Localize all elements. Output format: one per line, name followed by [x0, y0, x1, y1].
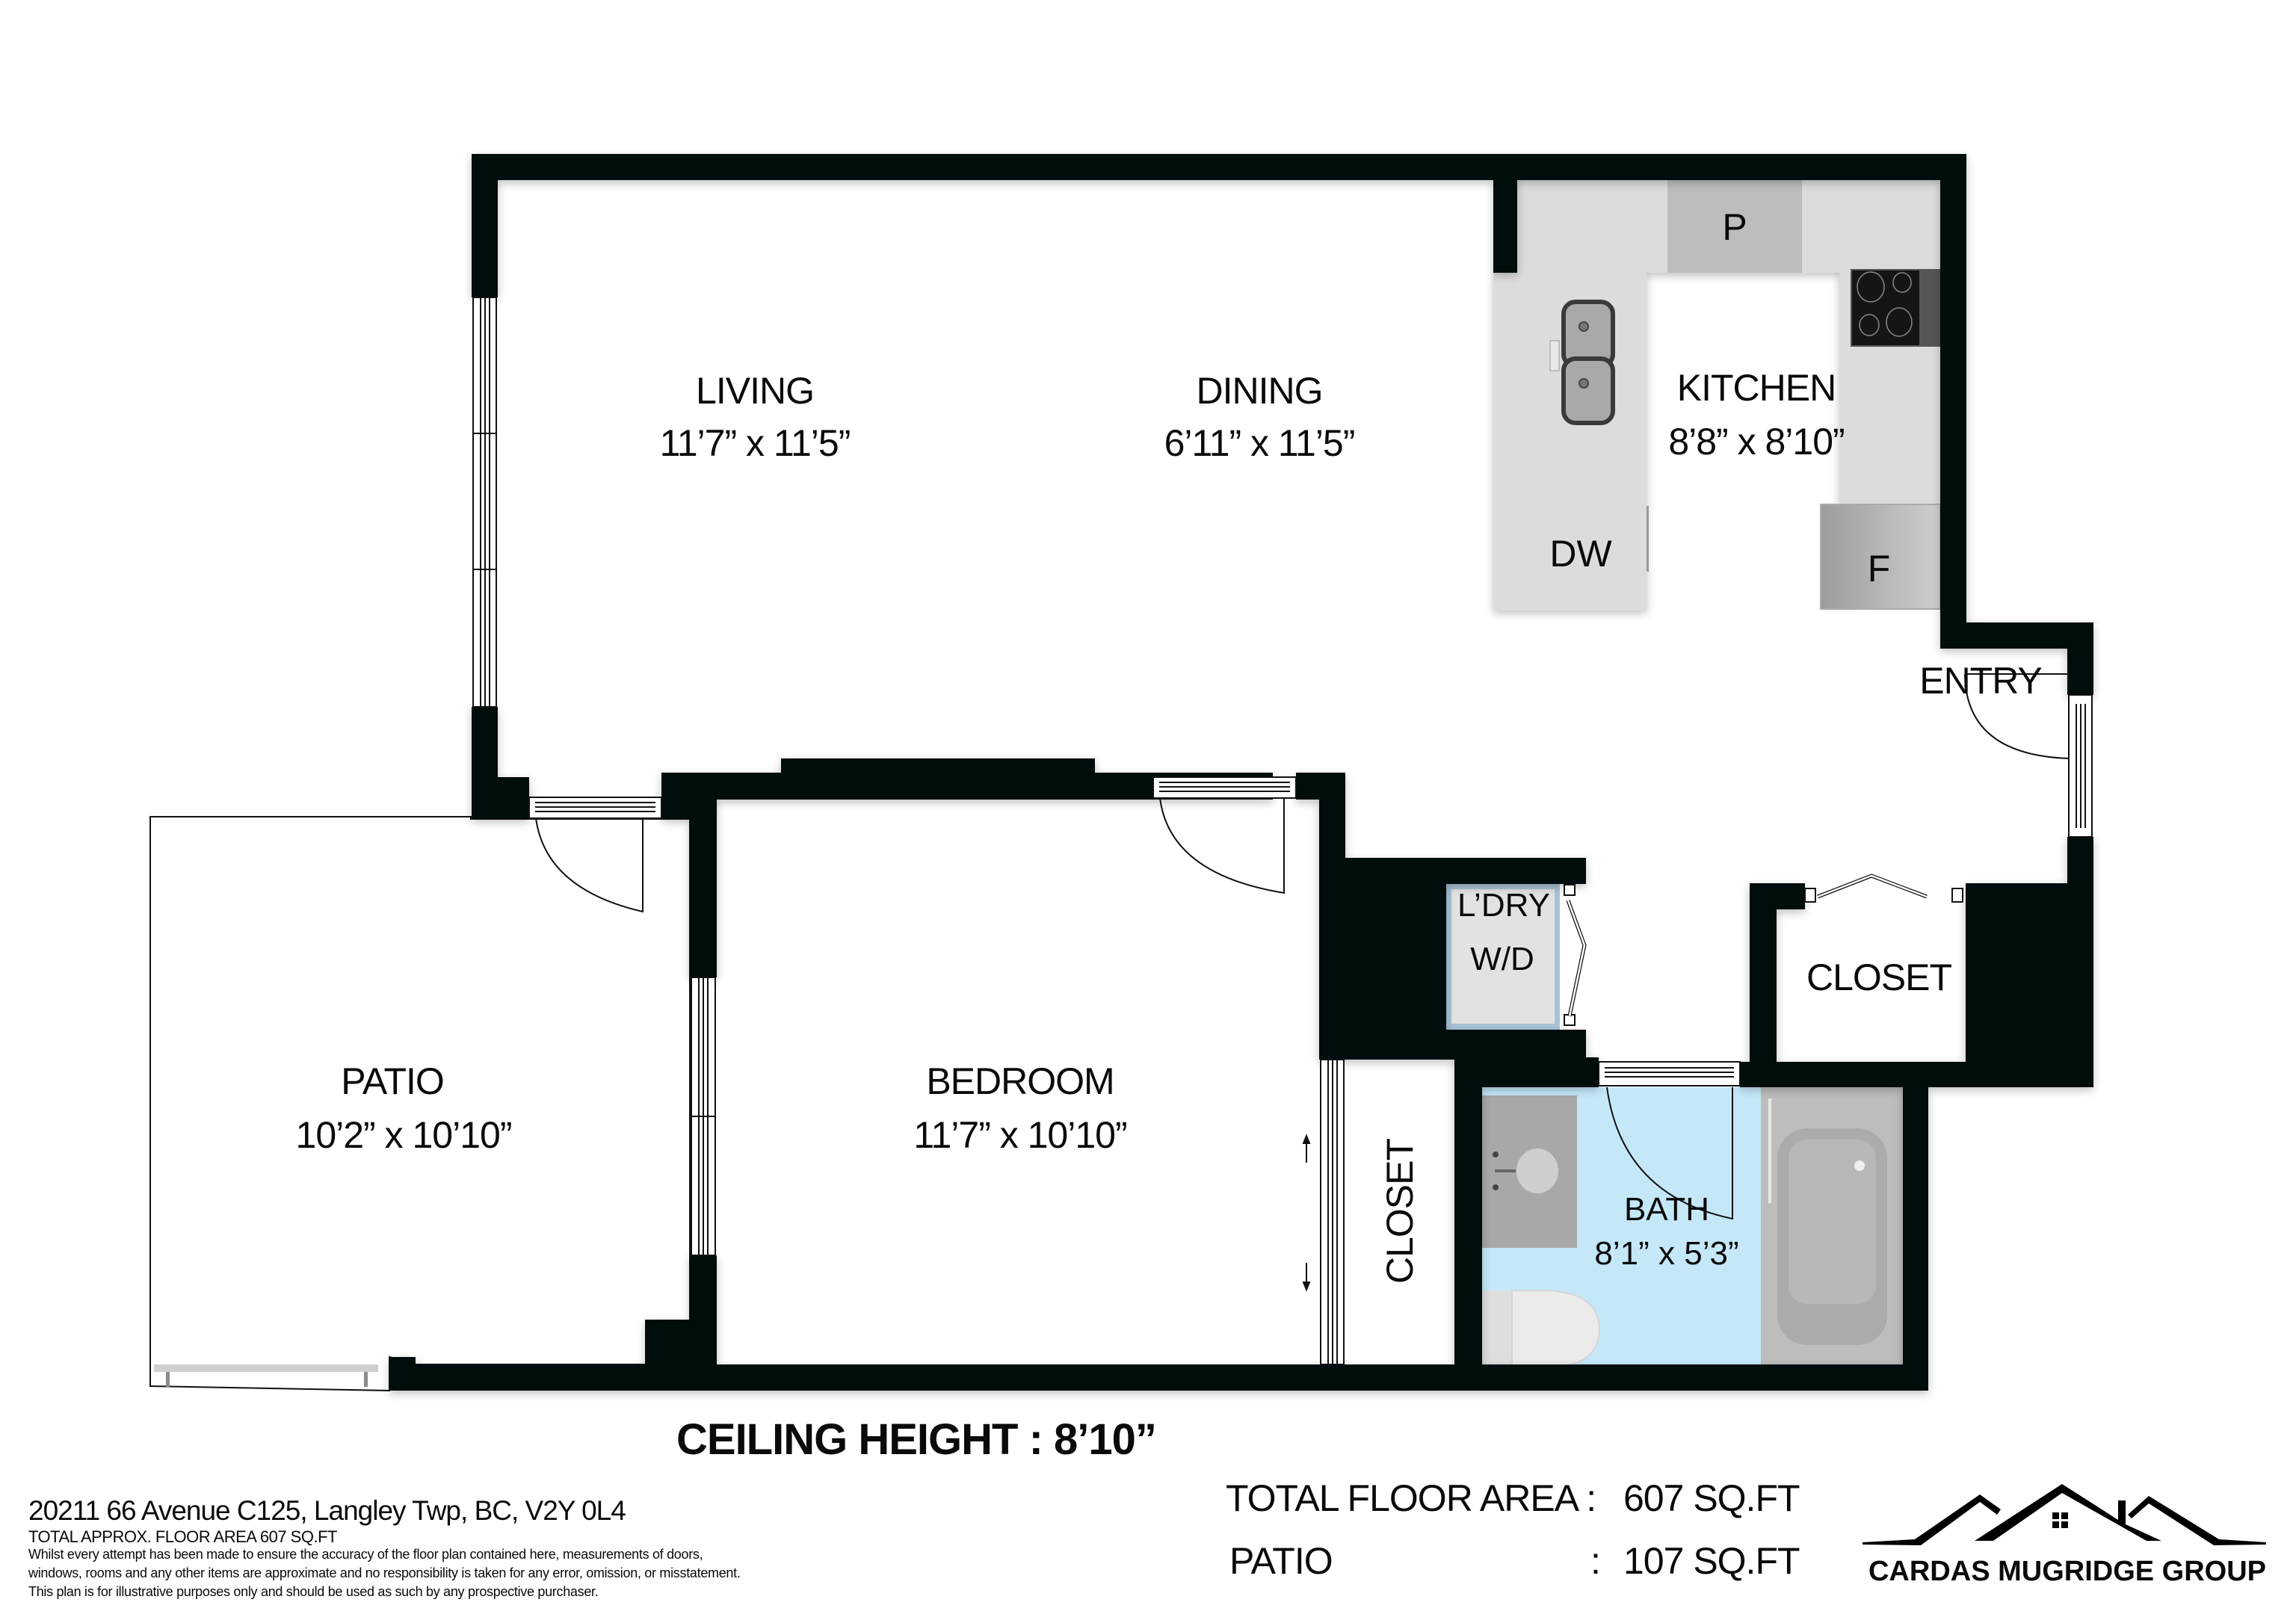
address: 20211 66 Avenue C125, Langley Twp, BC, V… [28, 1495, 626, 1526]
ceiling-height: CEILING HEIGHT : 8’10” [676, 1415, 1157, 1464]
entry-door-swing [1964, 673, 2070, 760]
total-floor-area-value: 607 SQ.FT [1623, 1477, 1800, 1519]
kitchen-dims: 8’8” x 8’10” [1668, 421, 1845, 463]
fridge [1820, 504, 1941, 610]
total-floor-area-label: TOTAL FLOOR AREA : [1226, 1477, 1596, 1519]
laundry-label: L’DRY [1457, 887, 1550, 924]
bedroom-closet-label: CLOSET [1379, 1138, 1421, 1285]
washer-dryer [1446, 884, 1560, 1030]
patio-door-swing [535, 817, 644, 913]
kitchen-label: KITCHEN [1676, 367, 1836, 409]
bedroom-label: BEDROOM [926, 1060, 1114, 1102]
entry-label: ENTRY [1919, 660, 2043, 702]
toilet-icon [1482, 1290, 1601, 1369]
patio-area-colon: : [1590, 1540, 1601, 1582]
vanity-sink-icon [1482, 1095, 1577, 1248]
house-rooflines-icon [1863, 1484, 2266, 1545]
bedroom-dims: 11’7” x 10’10” [913, 1114, 1127, 1156]
bath-label: BATH [1623, 1191, 1710, 1228]
walls [389, 154, 2093, 1391]
disclaimer-line-3: This plan is for illustrative purposes o… [28, 1584, 599, 1599]
approx-floor-area: TOTAL APPROX. FLOOR AREA 607 SQ.FT [28, 1527, 337, 1546]
washer-dryer-label: W/D [1470, 941, 1534, 977]
bifold-doors [1564, 874, 1963, 1026]
patio-dims: 10’2” x 10’10” [295, 1114, 513, 1156]
bath-dims: 8’1” x 5’3” [1594, 1235, 1739, 1272]
bath-door-swing [1606, 1086, 1733, 1220]
door-swings [535, 673, 2070, 1220]
dining-label: DINING [1196, 370, 1324, 412]
dining-dims: 6’11” x 11’5” [1164, 422, 1356, 464]
slider-arrows [1302, 1134, 1311, 1292]
patio-area-value: 107 SQ.FT [1623, 1540, 1800, 1582]
bedroom-door-swing [1159, 797, 1285, 894]
patio-label: PATIO [341, 1060, 445, 1102]
double-sink-icon [1549, 300, 1615, 425]
fridge-label: F [1867, 548, 1891, 590]
pantry-label: P [1722, 206, 1747, 248]
cooktop-icon [1851, 269, 1940, 347]
living-label: LIVING [696, 370, 815, 412]
dishwasher-edge [1647, 506, 1649, 572]
disclaimer-line-1: Whilst every attempt has been made to en… [28, 1547, 703, 1562]
entry-closet-label: CLOSET [1806, 956, 1952, 998]
patio-area [149, 816, 691, 1392]
pantry [1667, 180, 1802, 273]
disclaimer-line-2: windows, rooms and any other items are a… [28, 1565, 741, 1580]
brand-name: CARDAS MUGRIDGE GROUP [1868, 1556, 2267, 1587]
patio-railing [154, 1364, 378, 1387]
bathtub-icon [1761, 1087, 1903, 1364]
living-dims: 11’7” x 11’5” [659, 422, 851, 464]
windows [472, 297, 2093, 1365]
dishwasher-label: DW [1549, 533, 1612, 575]
patio-area-label: PATIO [1229, 1540, 1333, 1582]
